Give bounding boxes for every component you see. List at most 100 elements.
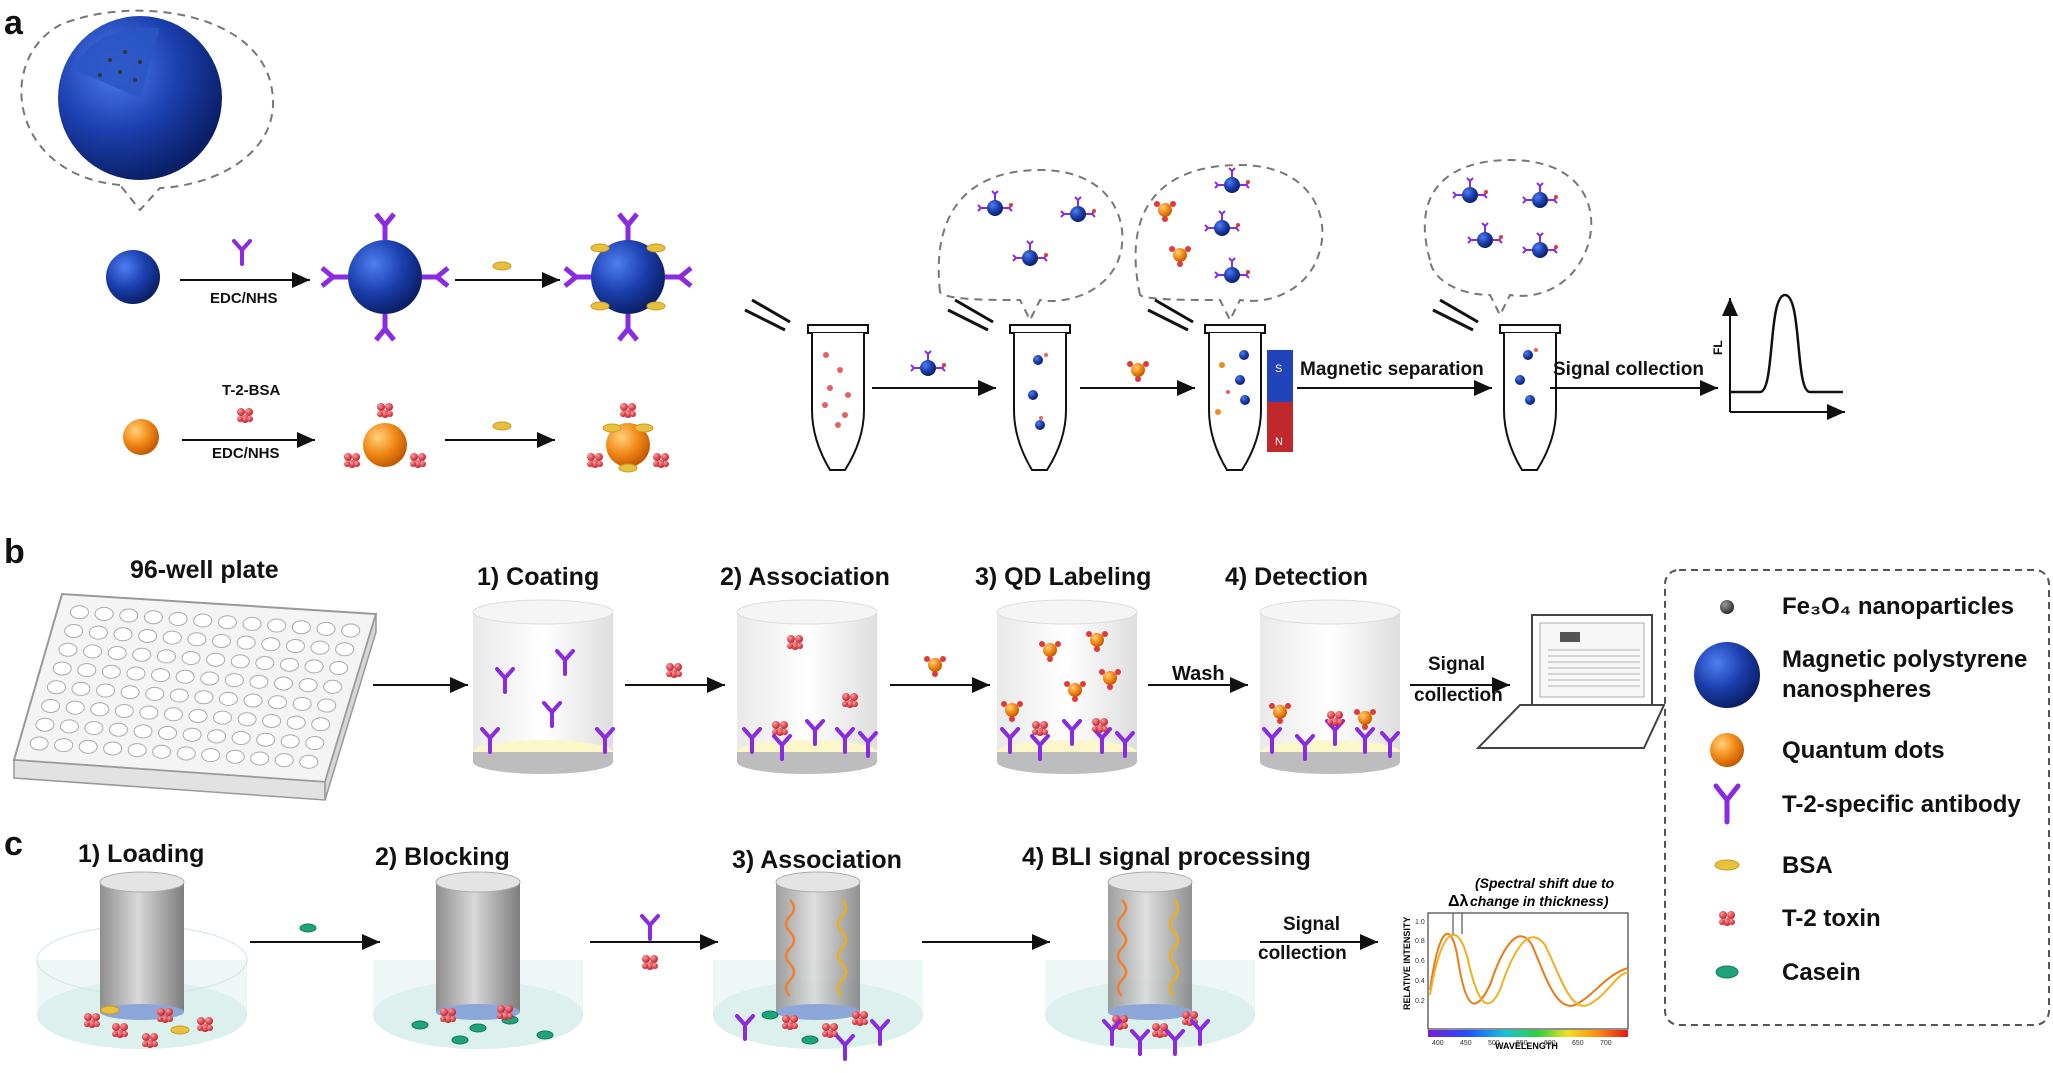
tube-4: [1423, 158, 1593, 471]
plate-well: [224, 673, 244, 688]
spectrum-ylabel: RELATIVE INTENSITY: [1402, 917, 1412, 1010]
plate-well: [243, 693, 263, 708]
plate-well: [175, 669, 195, 684]
plate-well: [120, 685, 140, 700]
plate-well: [217, 615, 237, 630]
plate-well: [169, 688, 189, 703]
qd-toxin-conjugate: [344, 403, 426, 468]
plate-well: [78, 739, 98, 754]
toxin-icon: [237, 408, 253, 423]
96-well-plate: [12, 592, 378, 801]
mnp-antibody-conjugate: [320, 212, 450, 342]
plate-well: [194, 690, 214, 705]
plate-well: [96, 683, 116, 698]
step-qd-labeling-label: 3) QD Labeling: [975, 563, 1151, 591]
magnet-n-label: N: [1275, 436, 1283, 448]
plate-title: 96-well plate: [130, 556, 279, 584]
panel-c: c 1) Loading 2) Blocking: [4, 825, 1629, 1061]
panel-b: b 96-well plate 1) Coating 2) Associatio…: [4, 533, 1666, 801]
plate-well: [299, 754, 319, 769]
plate-well: [230, 654, 250, 669]
signal-label-b-2: collection: [1414, 685, 1503, 706]
plate-well: [119, 608, 139, 623]
plate-well: [311, 717, 331, 732]
plate-well: [279, 657, 299, 672]
plate-well: [188, 708, 208, 723]
plate-well: [341, 623, 361, 638]
step-loading-label: 1) Loading: [78, 840, 204, 868]
wash-label: Wash: [1172, 663, 1225, 685]
plate-well: [143, 610, 163, 625]
t2-bsa-label: T-2-BSA: [222, 382, 281, 399]
xtick-7: 700: [1600, 1040, 1612, 1047]
mini-mnp-icon: [910, 350, 947, 377]
plate-well: [329, 661, 349, 676]
plate-well: [158, 726, 178, 741]
fe3o4-dot-icon: [1720, 600, 1734, 614]
panel-a-letter: a: [4, 4, 24, 42]
plate-well: [29, 736, 49, 751]
plate-well: [58, 642, 78, 657]
plate-well: [201, 748, 221, 763]
plate-well: [236, 635, 256, 650]
magnet-south-block: [1267, 350, 1293, 402]
legend-antibody: T-2-specific antibody: [1782, 791, 2021, 818]
ytick-3: 0.6: [1415, 958, 1425, 965]
plate-well: [114, 703, 134, 718]
signal-collection-label-a: Signal collection: [1553, 359, 1704, 380]
plate-well: [262, 713, 282, 728]
well-detection: 4) Detection: [1225, 563, 1401, 774]
quantum-dot-icon: [123, 419, 159, 455]
orange-sphere-icon: [1710, 733, 1744, 767]
plate-well: [139, 705, 159, 720]
signal-label-b-1: Signal: [1428, 654, 1485, 675]
plate-well: [323, 679, 343, 694]
step-bli-label: 4) BLI signal processing: [1022, 843, 1311, 871]
plate-well: [187, 632, 207, 647]
plate-well: [261, 637, 281, 652]
plate-well: [41, 698, 61, 713]
plate-well: [162, 630, 182, 645]
plate-well: [213, 710, 233, 725]
plate-well: [52, 661, 72, 676]
step-association-label: 2) Association: [720, 563, 890, 591]
probe-loading: 1) Loading: [36, 840, 248, 1049]
legend-bsa: BSA: [1782, 852, 1833, 879]
plate-well: [88, 625, 108, 640]
plate-well: [103, 741, 123, 756]
ytick-5: 0.2: [1415, 998, 1425, 1005]
toxin-add-icon: [666, 663, 682, 678]
xtick-2: 450: [1460, 1040, 1472, 1047]
edc-nhs-label-2: EDC/NHS: [212, 445, 280, 462]
bsa-icon: [492, 261, 512, 271]
plate-well: [249, 674, 269, 689]
plate-well: [132, 647, 152, 662]
plate-well: [304, 659, 324, 674]
plate-well: [237, 712, 257, 727]
spectrum-note-2: change in thickness): [1470, 893, 1609, 909]
blue-sphere-icon: [1694, 642, 1760, 708]
xtick-6: 650: [1572, 1040, 1584, 1047]
plate-well: [298, 678, 318, 693]
plate-well: [138, 628, 158, 643]
qd-add-icon: [924, 656, 946, 677]
plate-well: [168, 611, 188, 626]
plate-well: [35, 717, 55, 732]
spectrum-plot-area: [1427, 912, 1629, 1030]
xtick-3: 500: [1488, 1040, 1500, 1047]
plate-well: [46, 680, 66, 695]
probe-blocking: 2) Blocking: [373, 843, 583, 1049]
ytick-4: 0.4: [1415, 978, 1425, 985]
casein-legend-icon: [1715, 965, 1739, 979]
step-detection-label: 4) Detection: [1225, 563, 1368, 591]
plate-well: [64, 623, 84, 638]
plate-well: [107, 646, 127, 661]
panel-c-letter: c: [4, 825, 23, 863]
plate-well: [152, 744, 172, 759]
plate-well: [71, 681, 91, 696]
plate-well: [90, 702, 110, 717]
legend-toxin: T-2 toxin: [1782, 905, 1881, 932]
plate-well: [255, 656, 275, 671]
plate-well: [156, 649, 176, 664]
plate-well: [77, 663, 97, 678]
